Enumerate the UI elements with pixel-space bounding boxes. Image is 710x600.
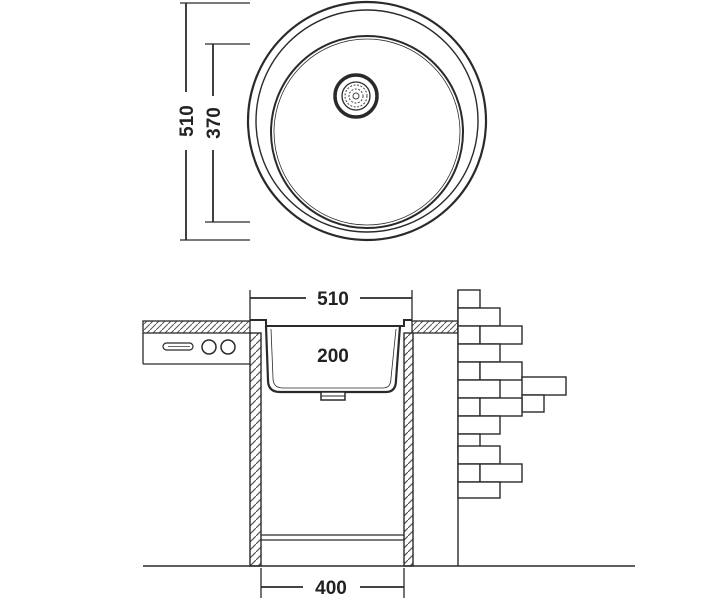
section-view: 510 200 (142, 289, 635, 599)
drain-icon (333, 73, 379, 119)
cabinet-controls (162, 339, 236, 355)
cabinet-width-dimension: 400 (260, 568, 405, 599)
cabinet-wall-right (403, 332, 414, 567)
countertop-left (142, 320, 251, 334)
sink-outer-rim (246, 0, 488, 242)
bowl-edge (270, 35, 464, 229)
bowl-edge-inner (273, 38, 461, 226)
outer-diameter-label: 510 (177, 105, 198, 137)
plan-view: 510 370 (177, 0, 488, 242)
bowl-depth-label: 200 (317, 346, 349, 367)
outer-diameter-dimension: 510 (177, 2, 250, 241)
top-width-label: 510 (317, 289, 349, 310)
bowl-diameter-dimension: 370 (204, 43, 250, 223)
countertop-right (411, 320, 459, 334)
bowl-diameter-label: 370 (204, 107, 225, 139)
sink-lip (250, 319, 412, 327)
cabinet-wall-left (249, 332, 262, 567)
cabinet-width-label: 400 (315, 578, 347, 599)
top-width-dimension: 510 (249, 289, 413, 322)
sink-inner-rim (255, 9, 479, 233)
knob-icon (201, 339, 217, 355)
brick-wall (457, 289, 567, 566)
knob-icon (220, 339, 236, 355)
